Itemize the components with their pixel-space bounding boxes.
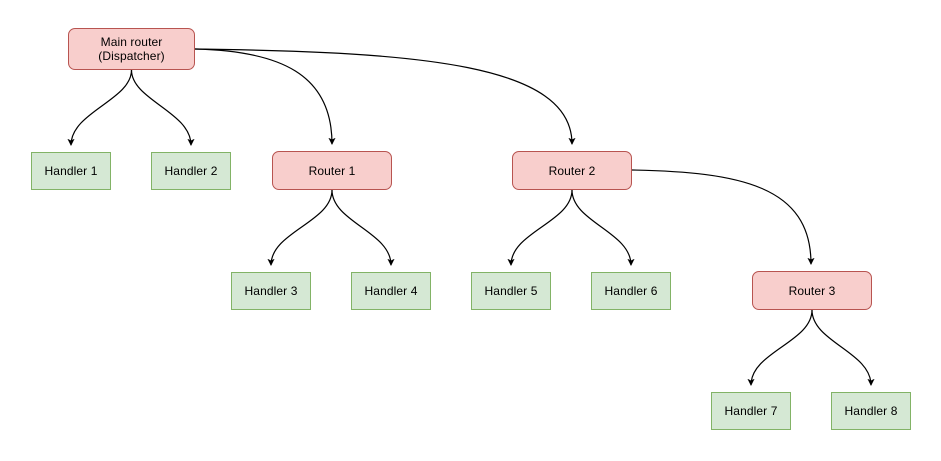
edge-router-1-to-handler-4 (331, 189, 395, 266)
edge-router-3-to-handler-8 (811, 309, 875, 386)
node-router-2-label: Router 2 (548, 163, 596, 178)
node-main-router[interactable]: Main router (Dispatcher) (68, 28, 195, 70)
edge-main-router-to-handler-1 (67, 69, 133, 146)
node-handler-3[interactable]: Handler 3 (231, 272, 311, 310)
edge-router-2-to-handler-5 (507, 189, 573, 266)
node-router-1[interactable]: Router 1 (272, 151, 392, 190)
node-handler-5[interactable]: Handler 5 (471, 272, 551, 310)
node-main-router-label: Main router (Dispatcher) (98, 35, 165, 63)
node-handler-3-label: Handler 3 (244, 284, 298, 298)
node-handler-5-label: Handler 5 (484, 284, 538, 298)
node-router-3[interactable]: Router 3 (752, 271, 872, 310)
edge-main-router-to-router-2 (194, 48, 576, 145)
edge-router-1-to-handler-3 (267, 189, 333, 266)
node-handler-1-label: Handler 1 (44, 164, 98, 178)
edge-main-router-to-router-1 (194, 48, 336, 145)
edge-router-2-to-handler-6 (571, 189, 635, 266)
node-handler-1[interactable]: Handler 1 (31, 152, 111, 190)
node-handler-7[interactable]: Handler 7 (711, 392, 791, 430)
edge-main-router-to-handler-2 (130, 69, 195, 146)
node-handler-4[interactable]: Handler 4 (351, 272, 431, 310)
node-router-1-label: Router 1 (308, 163, 356, 178)
node-handler-6[interactable]: Handler 6 (591, 272, 671, 310)
node-handler-2-label: Handler 2 (164, 164, 218, 178)
node-handler-7-label: Handler 7 (724, 404, 778, 418)
node-handler-8-label: Handler 8 (844, 404, 898, 418)
edge-router-2-to-router-3 (631, 169, 815, 265)
node-handler-4-label: Handler 4 (364, 284, 418, 298)
edge-router-3-to-handler-7 (747, 309, 813, 386)
node-router-3-label: Router 3 (788, 283, 836, 298)
node-handler-8[interactable]: Handler 8 (831, 392, 911, 430)
node-handler-2[interactable]: Handler 2 (151, 152, 231, 190)
node-router-2[interactable]: Router 2 (512, 151, 632, 190)
node-handler-6-label: Handler 6 (604, 284, 658, 298)
